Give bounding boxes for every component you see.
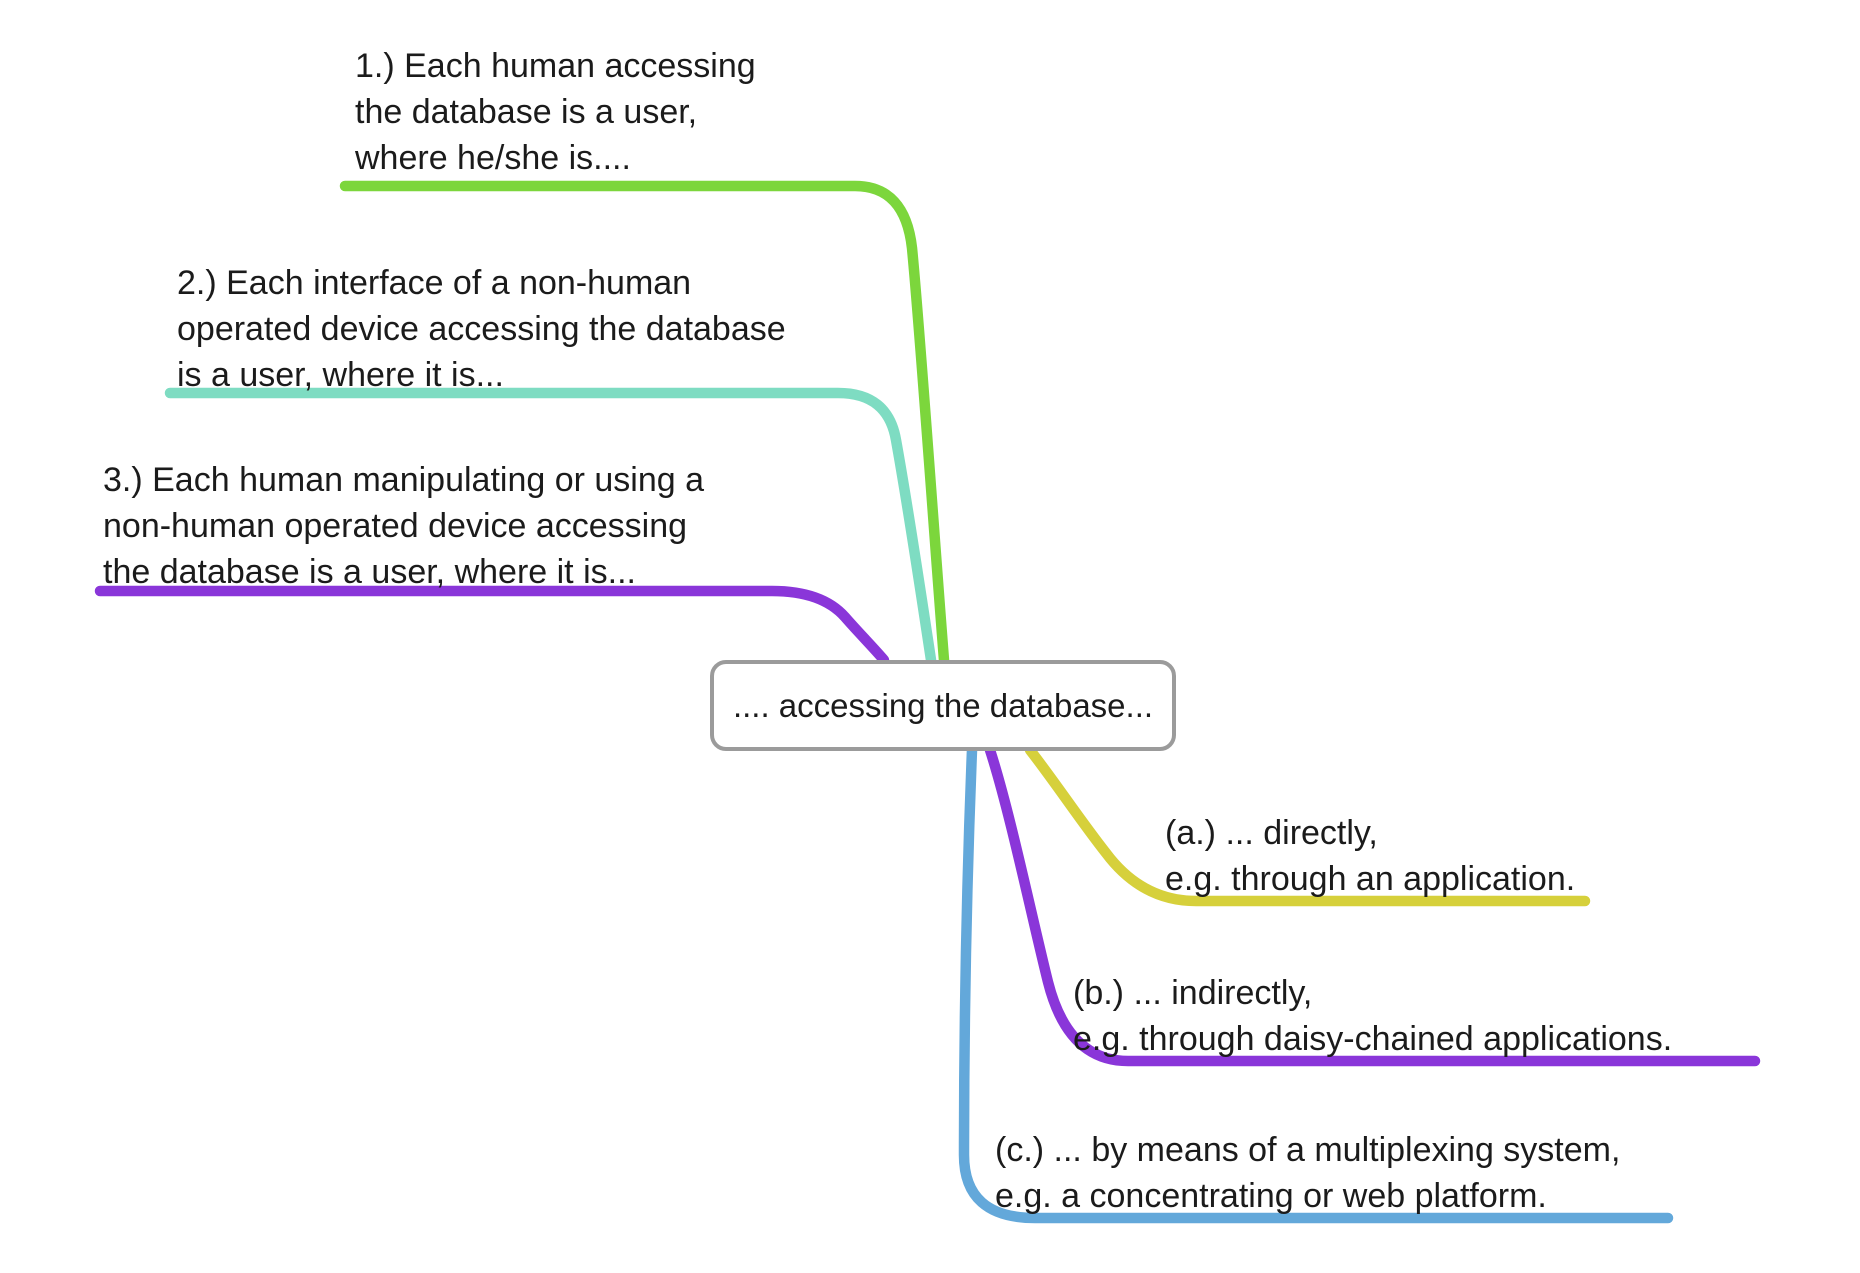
root-node[interactable]: .... accessing the database...: [710, 660, 1176, 751]
root-node-label: .... accessing the database...: [732, 686, 1154, 724]
node-branch-3[interactable]: 3.) Each human manipulating or using a n…: [103, 457, 704, 595]
node-branch-1[interactable]: 1.) Each human accessing the database is…: [355, 43, 756, 181]
node-branch-c-line: e.g. a concentrating or web platform.: [995, 1177, 1547, 1215]
node-branch-c[interactable]: (c.) ... by means of a multiplexing syst…: [995, 1127, 1620, 1219]
node-branch-a-line: (a.) ... directly,: [1165, 814, 1378, 852]
node-branch-3-line: 3.) Each human manipulating or using a: [103, 461, 705, 499]
edge-branch-2: [164, 387, 937, 666]
node-branch-a-line: e.g. through an application.: [1165, 860, 1576, 898]
edge-branch-1: [339, 180, 950, 666]
node-branch-2-line: operated device accessing the database: [177, 310, 786, 348]
node-branch-3-line: non-human operated device accessing: [103, 507, 688, 545]
node-branch-1-line: the database is a user,: [355, 93, 698, 131]
node-branch-b-line: (b.) ... indirectly,: [1073, 974, 1313, 1012]
edge-branch-a: [1024, 744, 1591, 907]
node-branch-1-line: where he/she is....: [355, 139, 631, 177]
node-branch-c-line: (c.) ... by means of a multiplexing syst…: [995, 1131, 1621, 1169]
node-branch-a[interactable]: (a.) ... directly, e.g. through an appli…: [1165, 810, 1575, 902]
node-branch-b-line: e.g. through daisy-chained applications.: [1073, 1020, 1673, 1058]
edge-branch-b: [984, 744, 1761, 1067]
node-branch-2-line: is a user, where it is...: [177, 356, 504, 394]
edge-branch-c: [958, 744, 1674, 1224]
node-branch-2-line: 2.) Each interface of a non-human: [177, 264, 692, 302]
node-branch-1-line: 1.) Each human accessing: [355, 47, 756, 85]
edge-branch-3: [94, 585, 890, 666]
node-branch-2[interactable]: 2.) Each interface of a non-human operat…: [177, 260, 786, 398]
node-branch-b[interactable]: (b.) ... indirectly, e.g. through daisy-…: [1073, 970, 1672, 1062]
node-branch-3-line: the database is a user, where it is...: [103, 553, 636, 591]
